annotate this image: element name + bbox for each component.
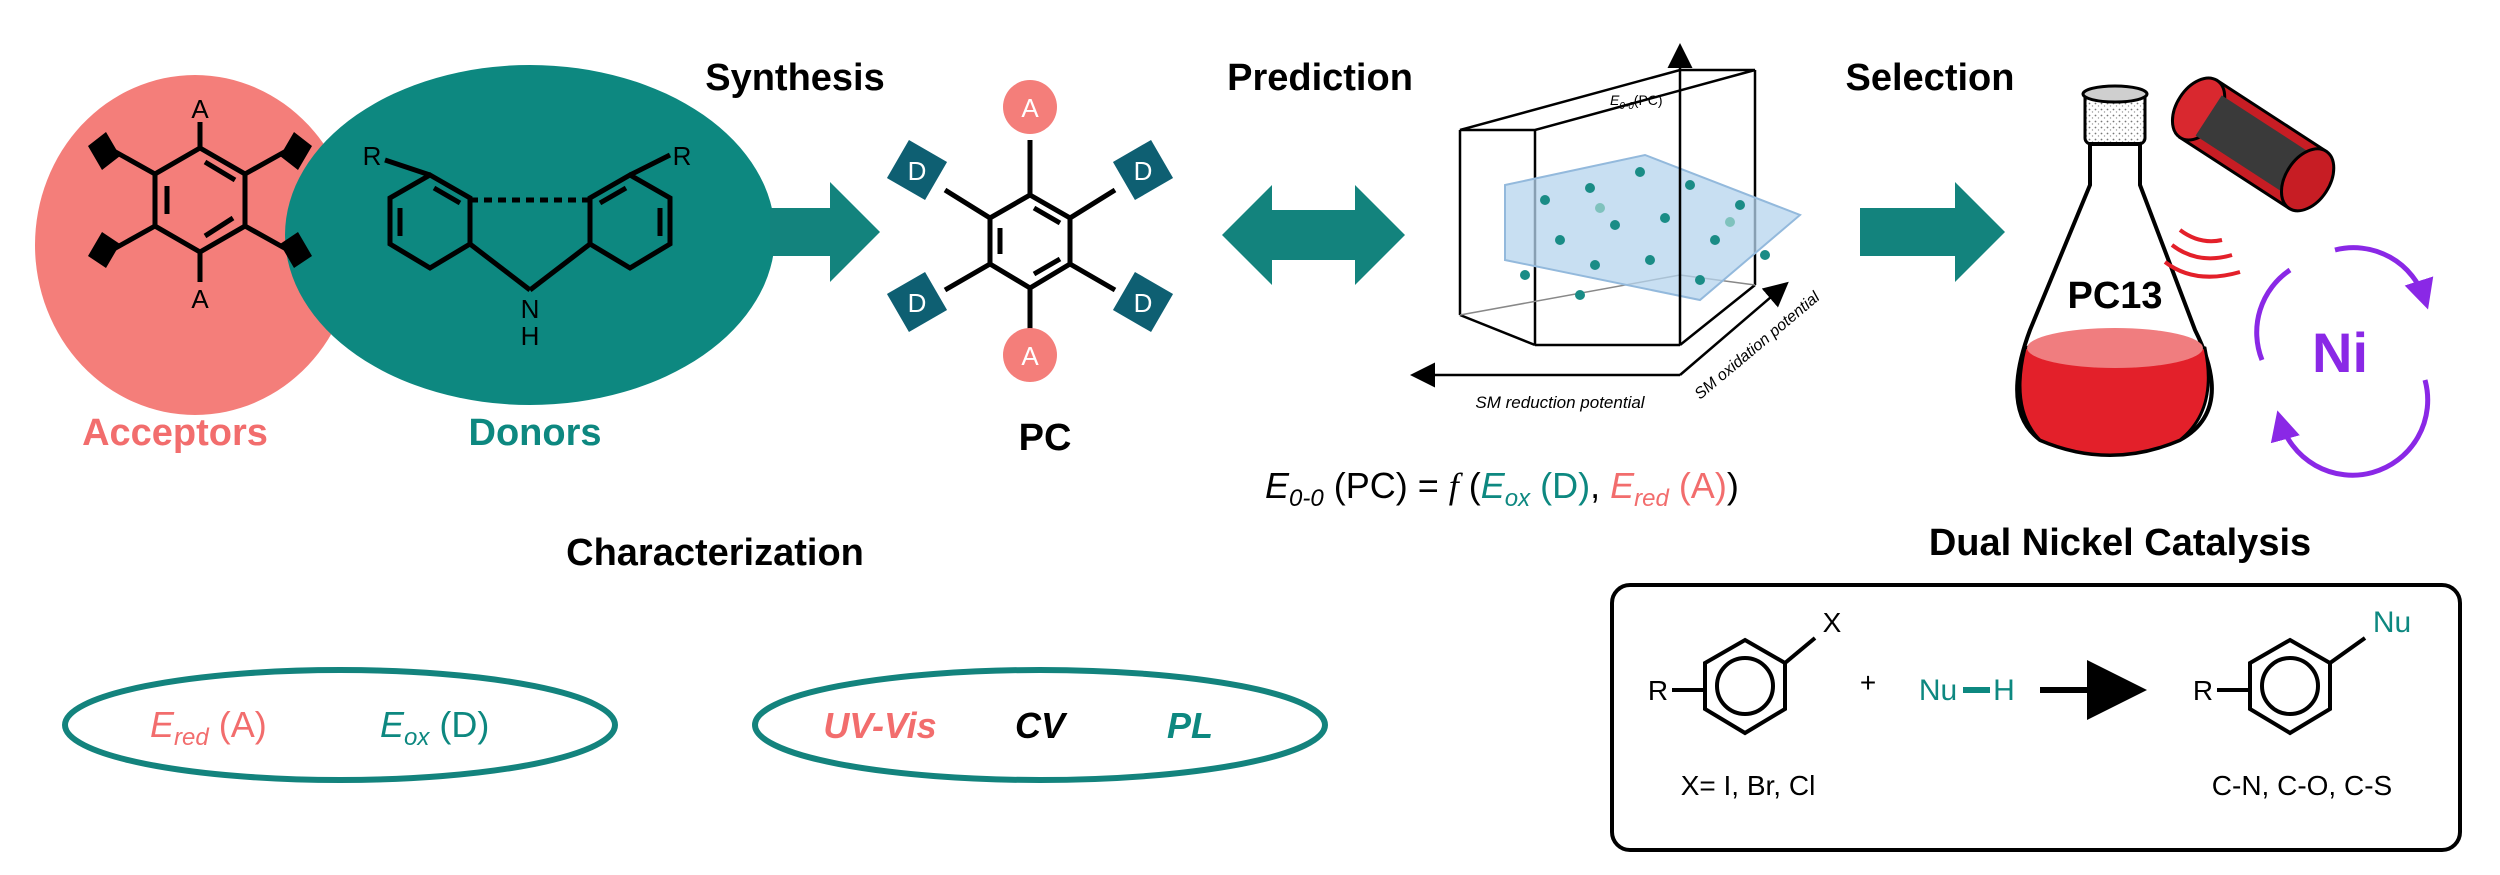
- halides-label: X= I, Br, Cl: [1681, 770, 1816, 801]
- donor-blob: [285, 65, 775, 405]
- reaction-box: [1610, 583, 2462, 852]
- pc-acceptor-top: [1003, 80, 1057, 134]
- pc-a-top-label: A: [1021, 93, 1039, 123]
- bonds-label: C-N, C-O, C-S: [2212, 770, 2392, 801]
- pc-label: PC: [1019, 417, 1072, 459]
- pc-d-bl-label: D: [908, 288, 927, 318]
- acceptor-molecule: [110, 122, 290, 282]
- donor-hydrogen: H: [521, 321, 540, 351]
- acceptor-bottom-a: A: [191, 284, 209, 314]
- nickel-cycle: [2254, 245, 2434, 478]
- dual-nickel-heading: Dual Nickel Catalysis: [1929, 522, 2311, 564]
- donor-nitrogen: N: [521, 294, 540, 324]
- donor-r-left: R: [363, 141, 382, 171]
- pc-molecule: A A D D D D: [886, 80, 1174, 382]
- product-ring: [2217, 636, 2367, 736]
- donors-label: Donors: [469, 412, 602, 454]
- reactant-r: R: [1648, 675, 1668, 706]
- pc-d-tl-label: D: [908, 156, 927, 186]
- acceptors-label: Acceptors: [82, 412, 268, 454]
- cv-label: CV: [1015, 705, 1068, 746]
- reaction-plus: +: [1860, 667, 1876, 698]
- eox-label: Eox (D): [380, 704, 489, 751]
- pc-donor-bl: [886, 271, 948, 333]
- pc-d-tr-label: D: [1134, 156, 1153, 186]
- nickel-label: Ni: [2312, 321, 2368, 384]
- potentials-oval: [62, 667, 618, 783]
- nucleophile-nu: Nu: [1919, 674, 1957, 707]
- pc-donor-br: [1112, 271, 1174, 333]
- characterization-heading: Characterization: [566, 532, 864, 574]
- reactant-ring: [1672, 636, 1817, 736]
- acceptor-donor-group: A A R R N H Acceptors Donors: [35, 65, 775, 454]
- pc-donor-tr: [1112, 139, 1174, 201]
- photocatalyst-label: PC13: [2067, 275, 2162, 317]
- synthesis-heading: Synthesis: [705, 57, 885, 99]
- techniques-oval: [752, 667, 1328, 783]
- prediction-double-arrow: [1222, 185, 1405, 285]
- acceptor-top-a: A: [191, 94, 209, 124]
- donor-r-right: R: [673, 141, 692, 171]
- prediction-plane: [1504, 153, 1802, 302]
- pc-a-bottom-label: A: [1021, 341, 1039, 371]
- pl-label: PL: [1167, 705, 1213, 746]
- synthesis-arrow: [770, 182, 880, 282]
- pc-acceptor-bottom: [1003, 328, 1057, 382]
- plot-x-axis-label: SM reduction potential: [1475, 393, 1645, 412]
- light-rays: [2163, 228, 2241, 279]
- flask: [2015, 84, 2214, 457]
- selection-heading: Selection: [1846, 57, 2015, 99]
- reactant-x: X: [1823, 607, 1842, 638]
- prediction-heading: Prediction: [1227, 57, 1413, 99]
- lamp-icon: [2170, 76, 2336, 213]
- ered-label: Ered (A): [150, 704, 267, 751]
- pc-donor-tl: [886, 139, 948, 201]
- pc-d-br-label: D: [1134, 288, 1153, 318]
- prediction-data-points: [1520, 167, 1770, 300]
- prediction-axes: [1410, 43, 1789, 388]
- uvvis-label: UV-Vis: [823, 705, 936, 746]
- acceptor-substituent-blocks: [88, 132, 312, 268]
- plot-y-axis-label: SM oxidation potential: [1692, 289, 1824, 404]
- nucleophile-h: H: [1993, 674, 2015, 707]
- plot-z-axis-label: E0-0(PC): [1610, 92, 1663, 112]
- product-nu: Nu: [2373, 606, 2411, 639]
- donor-molecule: [384, 152, 673, 292]
- selection-arrow: [1860, 182, 2005, 282]
- prediction-equation: E0-0 (PC) = f (Eox (D), Ered (A)): [1265, 465, 1739, 512]
- product-r: R: [2193, 675, 2213, 706]
